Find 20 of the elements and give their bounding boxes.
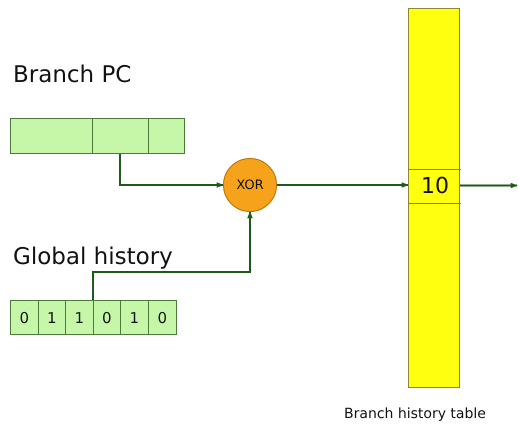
bit-cell: 1 [121, 301, 148, 334]
arrow [460, 182, 518, 188]
arrow [119, 152, 224, 188]
bit-cell: 0 [11, 301, 38, 334]
arrow [277, 182, 409, 188]
register-field [11, 119, 93, 153]
table-caption: Branch history table [344, 406, 486, 422]
register-label: Global history [13, 244, 173, 270]
register-field [149, 119, 184, 153]
arrow [92, 211, 253, 300]
bit-cell: 0 [148, 301, 176, 334]
bit-cell: 0 [94, 301, 121, 334]
operator-label: XOR [236, 178, 264, 192]
bit-cell: 1 [38, 301, 66, 334]
register-field [93, 119, 149, 153]
register-label: Branch PC [13, 62, 132, 88]
bit-cell: 1 [66, 301, 94, 334]
counter-value: 10 [421, 174, 449, 199]
xor-circle [223, 158, 277, 212]
table-entry [409, 169, 461, 204]
